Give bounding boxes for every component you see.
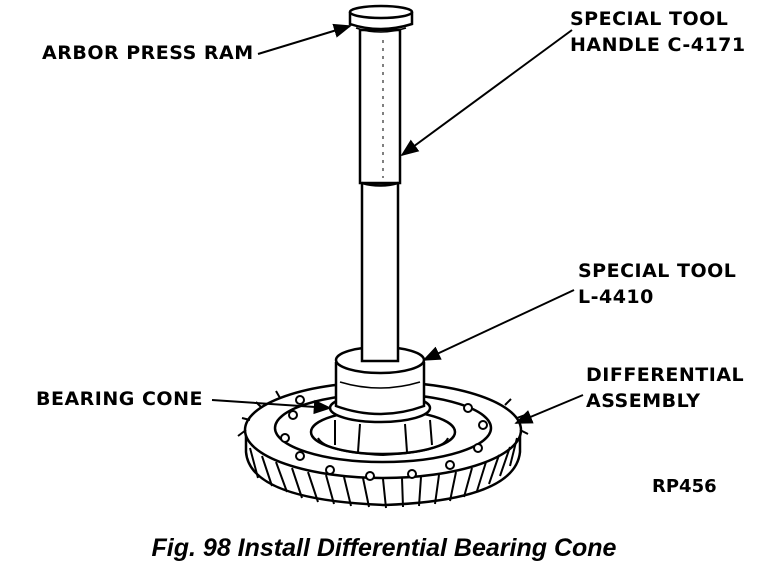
figure-code: RP456 <box>652 476 717 497</box>
label-tool-installer-line2: L-4410 <box>578 286 654 308</box>
leader-tool-handle <box>400 29 573 157</box>
label-tool-handle-line2: HANDLE C-4171 <box>570 34 746 56</box>
label-tool-installer: SPECIAL TOOL L-4410 <box>578 258 736 310</box>
leader-lines <box>211 23 584 424</box>
label-differential-assembly-line1: DIFFERENTIAL <box>586 364 745 386</box>
leader-tool-installer <box>422 289 575 361</box>
figure-caption: Fig. 98 Install Differential Bearing Con… <box>151 534 617 562</box>
label-bearing-cone: BEARING CONE <box>36 388 203 410</box>
label-arbor-press-ram: ARBOR PRESS RAM <box>42 42 254 64</box>
label-differential-assembly-line2: ASSEMBLY <box>586 390 701 412</box>
arbor-press-ram-drawing <box>348 4 414 33</box>
leader-differential-assembly <box>514 394 584 424</box>
leader-bearing-cone <box>211 399 332 415</box>
label-differential-assembly: DIFFERENTIAL ASSEMBLY <box>586 362 744 414</box>
label-tool-installer-line1: SPECIAL TOOL <box>578 260 737 282</box>
leader-arbor-press-ram <box>257 23 352 55</box>
tool-handle-drawing <box>358 28 402 363</box>
label-tool-handle: SPECIAL TOOL HANDLE C-4171 <box>570 6 746 58</box>
label-tool-handle-line1: SPECIAL TOOL <box>570 8 729 30</box>
ring-gear-teeth <box>237 390 529 509</box>
